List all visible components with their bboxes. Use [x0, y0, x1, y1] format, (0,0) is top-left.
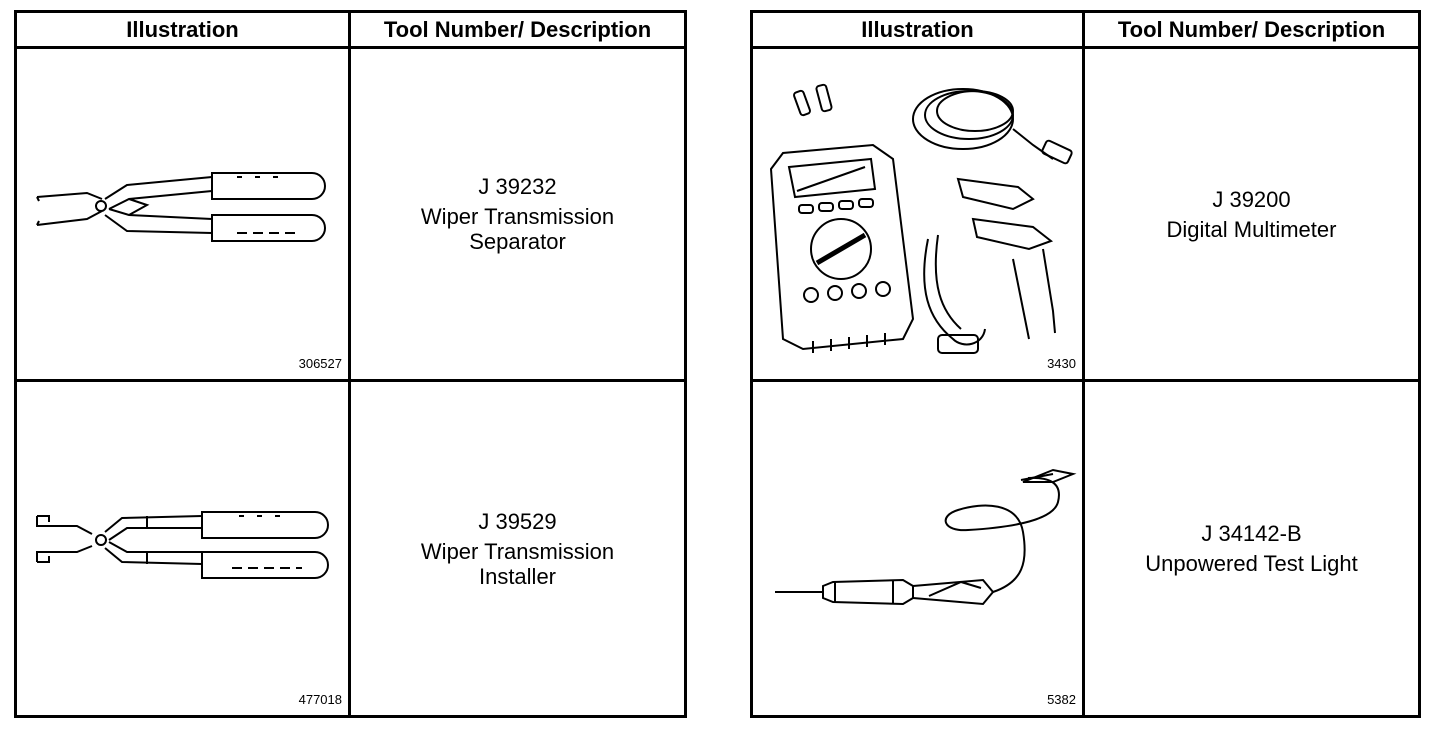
illustration-cell: 3430	[753, 49, 1085, 382]
tool-description-line: Wiper Transmission	[420, 204, 615, 229]
header-tool-description: Tool Number/ Description	[351, 13, 684, 49]
figure-id: 306527	[298, 356, 342, 371]
figure-id: 477018	[298, 692, 342, 707]
header-illustration: Illustration	[753, 13, 1085, 49]
tool-description-cell: J 39529 Wiper Transmission Installer	[351, 382, 684, 715]
tool-number: J 39200	[1212, 186, 1291, 212]
figure-id: 3430	[1047, 356, 1076, 371]
tools-table-right: Illustration Tool Number/ Description	[750, 10, 1421, 718]
tool-number: J 39529	[478, 508, 557, 534]
illustration-cell: 5382	[753, 382, 1085, 715]
illustration-cell: 306527	[17, 49, 351, 382]
tool-description-line: Unpowered Test Light	[1145, 551, 1358, 576]
tool-description-line: Wiper Transmission	[420, 538, 615, 564]
multimeter-icon	[769, 83, 1073, 354]
tool-number: J 39232	[478, 174, 557, 199]
tool-number: J 34142-B	[1201, 521, 1302, 546]
tool-description-cell: J 39200 Digital Multimeter	[1085, 49, 1418, 382]
tools-table-left: Illustration Tool Number/ Description	[14, 10, 687, 718]
test-light-icon	[775, 468, 1077, 606]
tool-description-cell: J 34142-B Unpowered Test Light	[1085, 382, 1418, 715]
header-illustration: Illustration	[17, 13, 351, 49]
tool-description-cell: J 39232 Wiper Transmission Separator	[351, 49, 684, 382]
figure-id: 5382	[1047, 692, 1076, 707]
tool-description-line: Separator	[469, 229, 566, 254]
illustration-cell: 477018	[17, 382, 351, 715]
tool-description-line: Installer	[478, 563, 557, 589]
tool-description-line: Digital Multimeter	[1166, 216, 1337, 242]
header-tool-description: Tool Number/ Description	[1085, 13, 1418, 49]
fork-pliers-icon	[36, 511, 329, 579]
pliers-icon	[36, 172, 326, 242]
